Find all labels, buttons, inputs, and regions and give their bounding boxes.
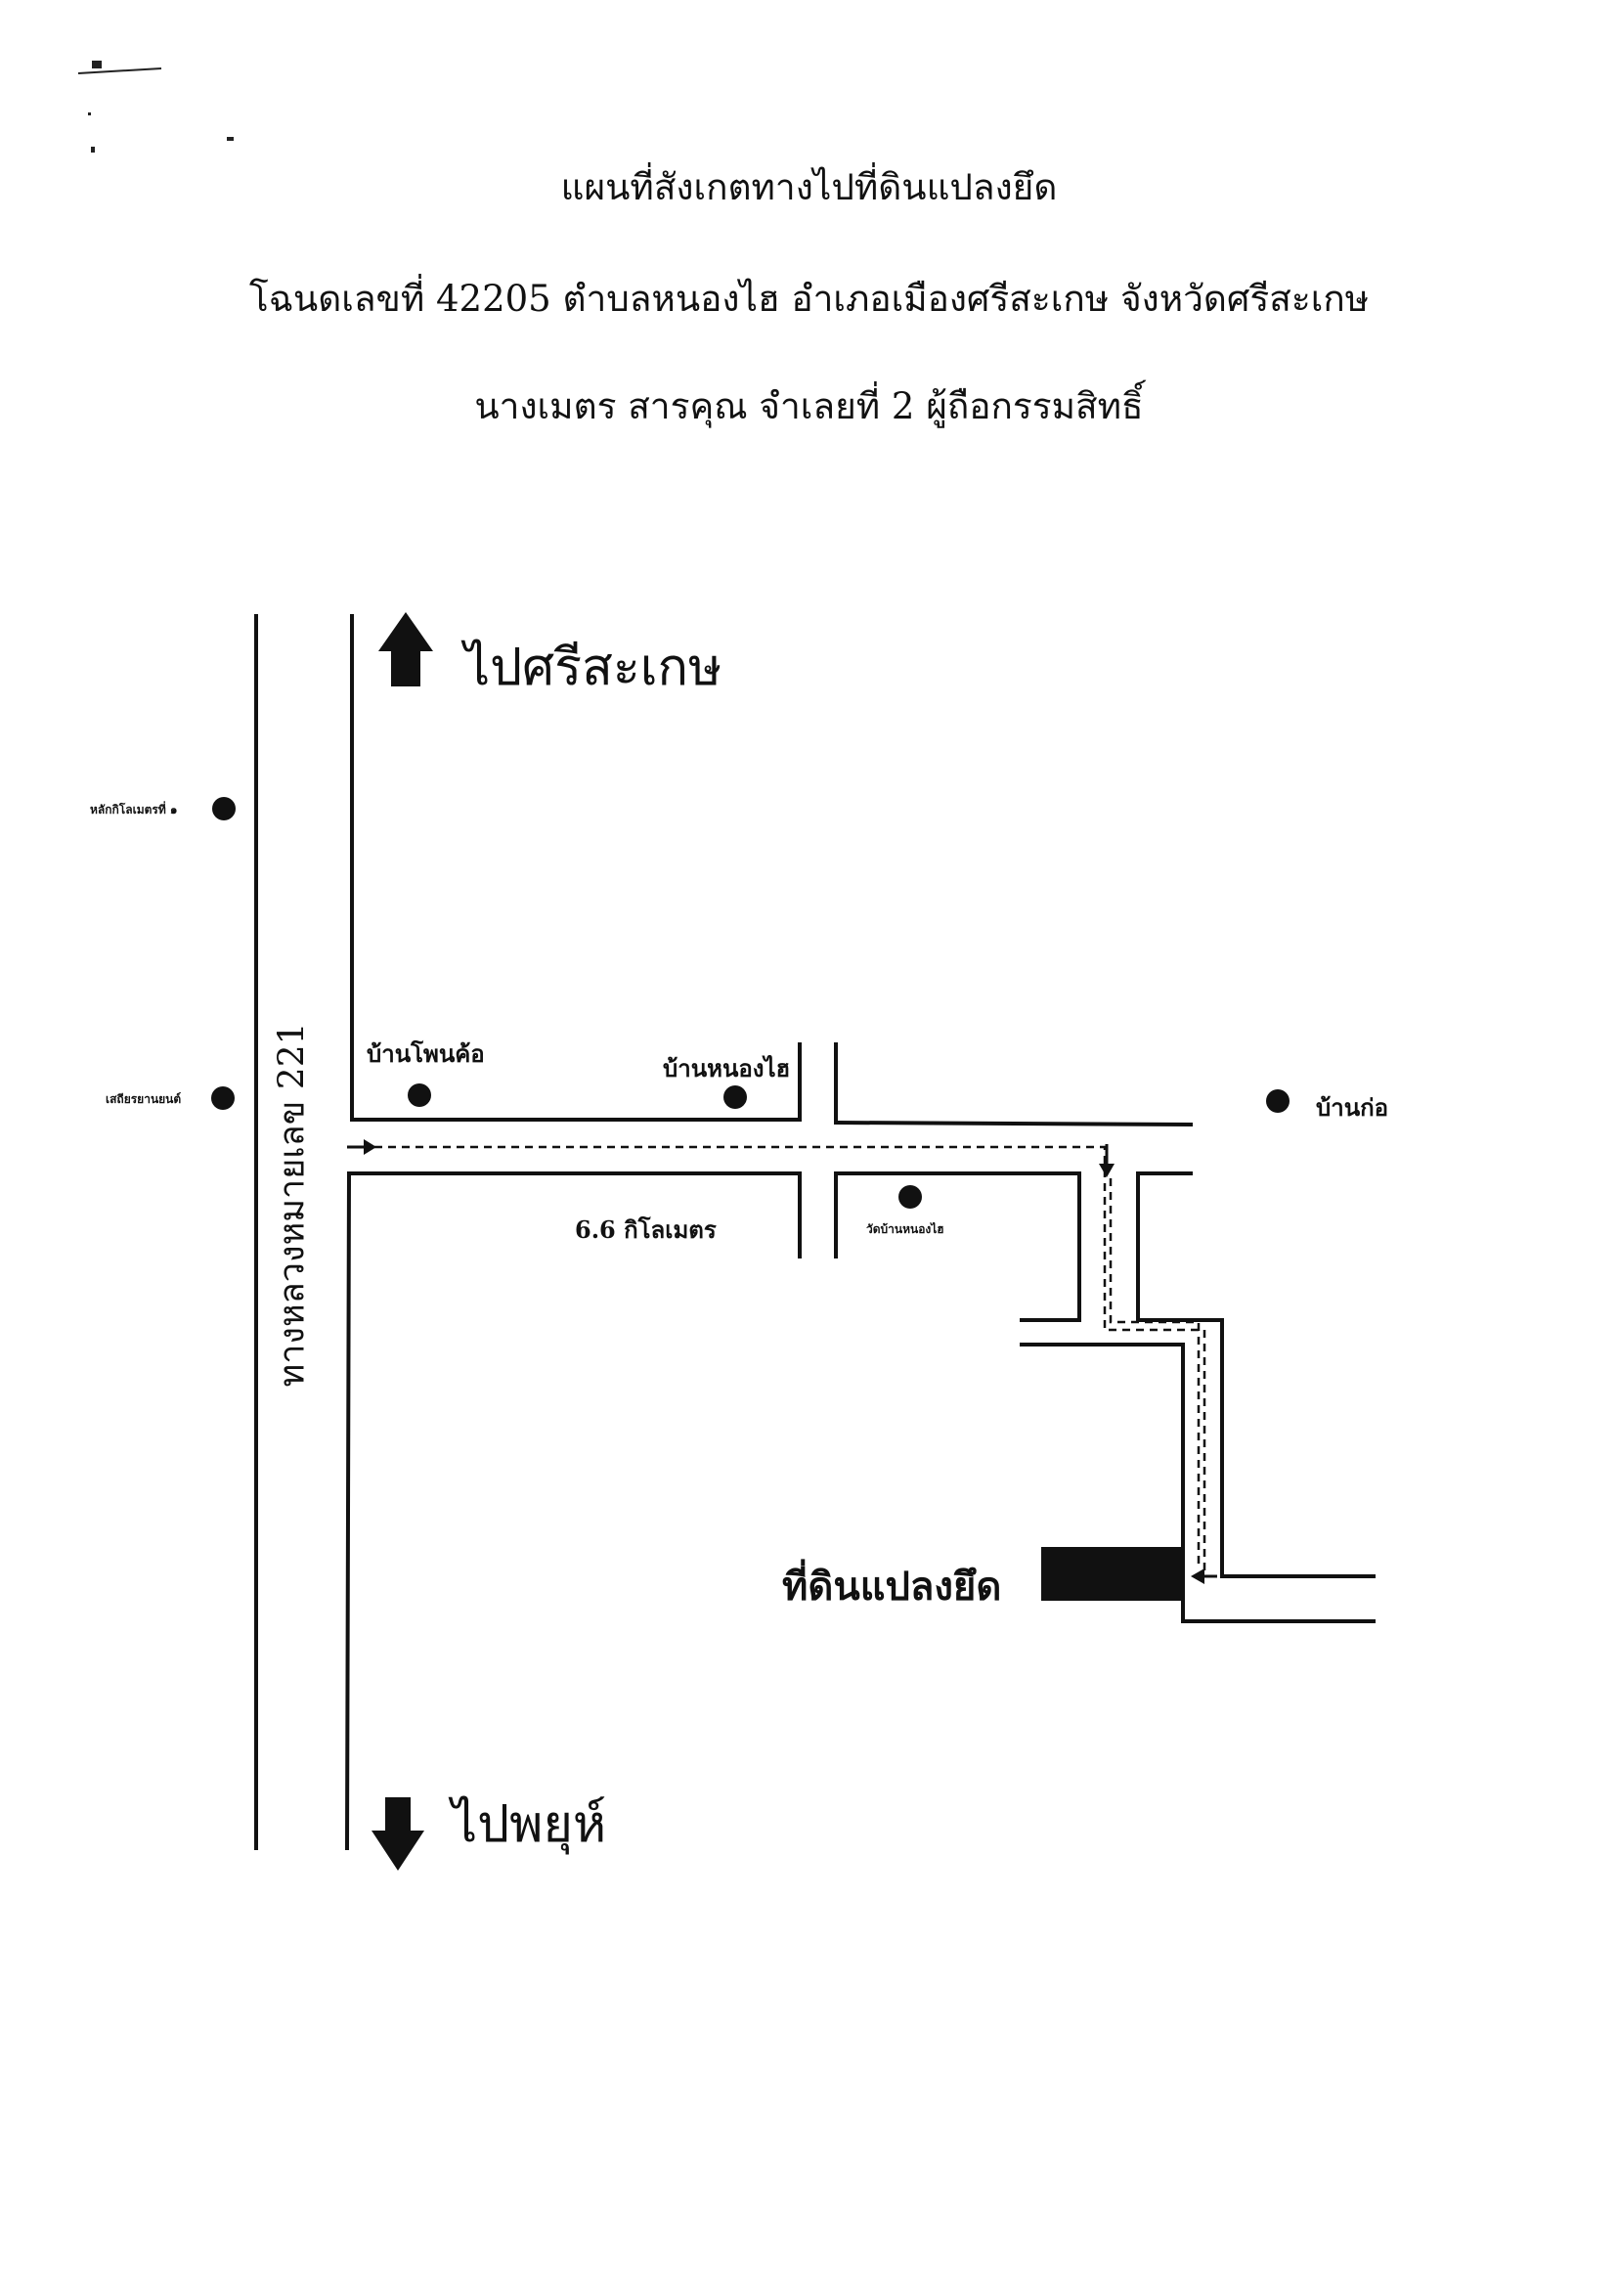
- route-end-arrow-icon: [1191, 1568, 1217, 1584]
- route-turn-arrow-icon: [1099, 1144, 1115, 1177]
- map-title: แผนที่สังเกตทางไปที่ดินแปลงยึด: [560, 166, 1058, 208]
- direction-north-label: ไปศรีสะเกษ: [464, 639, 722, 697]
- direction-south-label: ไปพยุห์: [452, 1795, 607, 1854]
- route-path-return: [1109, 1178, 1201, 1569]
- highway-right-edge-south: [344, 1170, 352, 1851]
- owner-line: นางเมตร สารคุณ จำเลยที่ 2 ผู้ถือกรรมสิทธ…: [474, 385, 1144, 427]
- arrow-up-icon: [378, 612, 433, 686]
- ban-nong-hai-label: บ้านหนองไฮ: [663, 1054, 791, 1082]
- highway-label: ทางหลวงหมายเลข 221: [272, 1022, 313, 1388]
- ban-phon-kho-label: บ้านโพนค้อ: [367, 1039, 485, 1068]
- km-marker-dot: [212, 797, 236, 820]
- arrow-down-icon: [372, 1797, 424, 1871]
- km-marker-label: หลักกิโลเมตรที่ ๑: [90, 803, 178, 817]
- route-path: [347, 1145, 1206, 1576]
- wat-ban-nong-hai-label: วัดบ้านหนองไฮ: [866, 1222, 944, 1236]
- gas-station-dot: [211, 1086, 235, 1110]
- wat-ban-nong-hai-dot: [898, 1185, 922, 1209]
- ban-ko-label: บ้านก่อ: [1316, 1093, 1389, 1122]
- target-parcel-block: [1041, 1547, 1183, 1601]
- distance-label: 6.6 กิโลเมตร: [575, 1215, 717, 1244]
- ban-ko-dot: [1266, 1089, 1290, 1113]
- target-parcel-label: ที่ดินแปลงยึด: [782, 1564, 1002, 1610]
- scan-specks: [77, 61, 234, 153]
- gas-station-label: เสถียรยานยนต์: [106, 1092, 182, 1106]
- ban-phon-kho-dot: [408, 1083, 431, 1107]
- ban-nong-hai-dot: [723, 1085, 747, 1109]
- deed-line: โฉนดเลขที่ 42205 ตำบลหนองไฮ อำเภอเมืองศร…: [248, 278, 1370, 320]
- side-road-upper-edge-b: [833, 1120, 1194, 1127]
- route-start-arrow-icon: [347, 1139, 376, 1155]
